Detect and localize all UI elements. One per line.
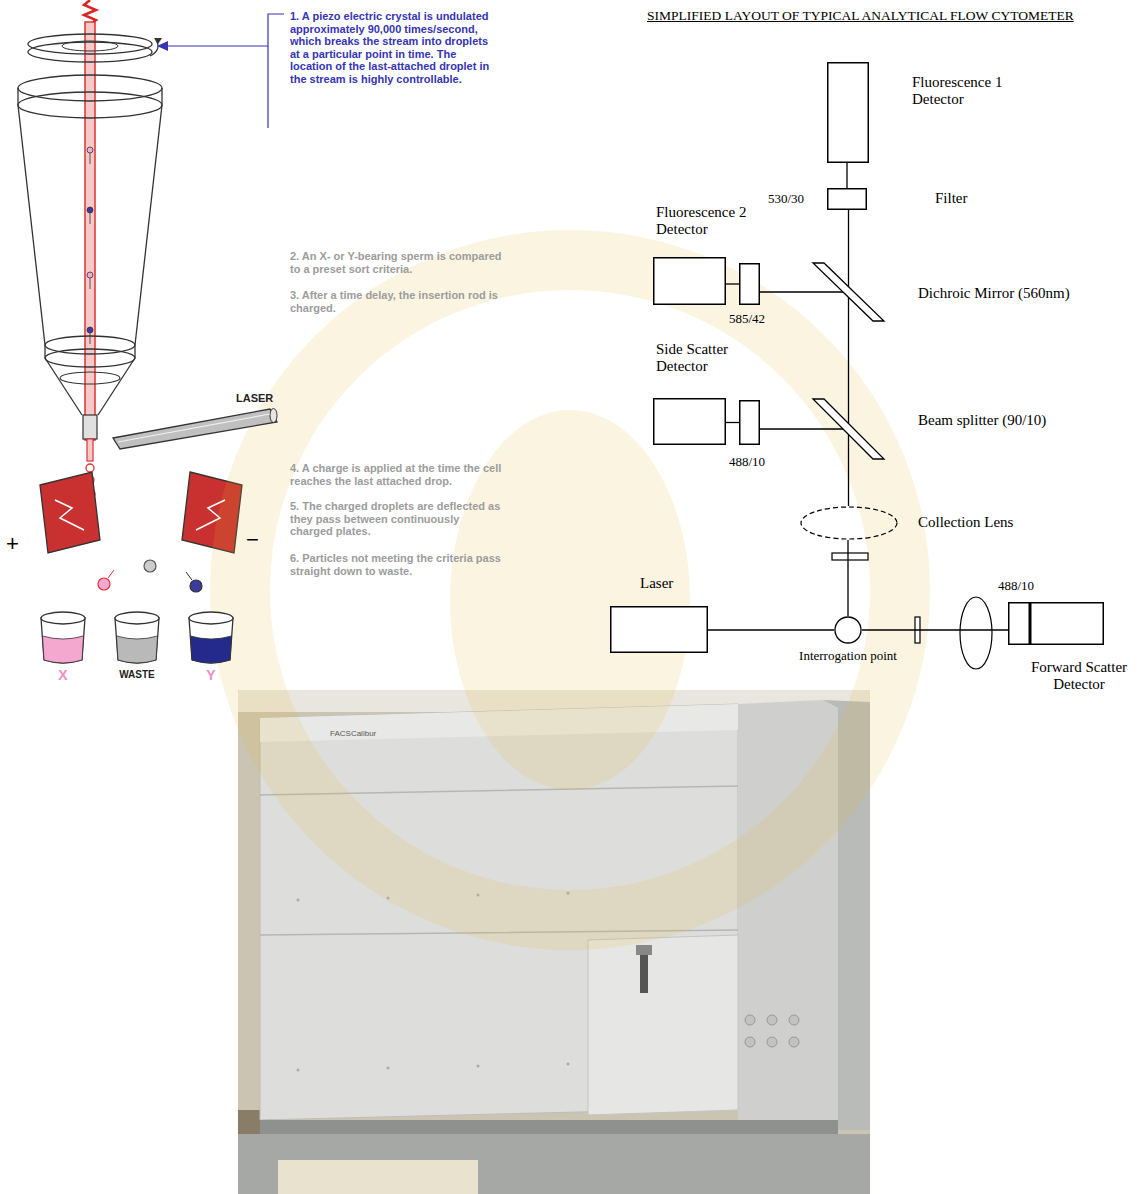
filter-box: 585/42 [739, 263, 760, 305]
node-outline [1030, 602, 1104, 645]
light-path [862, 630, 1008, 631]
node-outline [186, 608, 236, 664]
filter-box: 530/30Filter [827, 188, 867, 210]
node-outline [739, 263, 760, 305]
light-path [708, 630, 834, 631]
collection-lens: Collection Lens [800, 506, 898, 540]
light-path-line [848, 292, 849, 429]
node-label: 530/30 [768, 191, 804, 206]
node-label: 488/10 [729, 454, 765, 469]
light-path [848, 540, 849, 616]
node-outline [38, 608, 88, 664]
node-label: 585/42 [729, 311, 765, 326]
node-outline [653, 398, 726, 445]
light-path-line [760, 291, 849, 292]
light-path [760, 292, 849, 293]
light-path-line [760, 428, 849, 429]
light-path-line [708, 629, 834, 630]
instrument-badge: FACSCalibur [330, 729, 376, 738]
node-label: 488/10 [998, 578, 1034, 593]
node-label: Dichroic Mirror (560nm) [918, 285, 1070, 302]
node-label: Collection Lens [918, 514, 1013, 531]
step-note: 1. A piezo electric crystal is undulated… [290, 10, 495, 85]
node-outline [610, 606, 708, 653]
node-label: Interrogation point [778, 648, 918, 663]
light-path [847, 163, 848, 188]
node-label: Laser [640, 575, 673, 592]
step-note: 2. An X- or Y-bearing sperm is compared … [290, 250, 505, 275]
detector-box: Fluorescence 1 Detector [827, 62, 869, 163]
node-outline [800, 506, 898, 540]
detector-box: Forward Scatter Detector [1030, 602, 1104, 645]
dichroic-mirror: Dichroic Mirror (560nm) [812, 262, 885, 322]
light-path-line [848, 210, 849, 292]
node-label: Y [200, 667, 222, 683]
node-label: Fluorescence 1 Detector [912, 74, 1024, 108]
polarity-sign: − [246, 528, 259, 552]
light-path [848, 210, 849, 292]
light-path-line [847, 540, 848, 616]
node-outline [1008, 602, 1030, 645]
diagram-title: SIMPLIFIED LAYOUT OF TYPICAL ANALYTICAL … [647, 8, 1074, 24]
step-note: 6. Particles not meeting the criteria pa… [290, 552, 515, 577]
light-path [726, 422, 739, 423]
detector-box: Side Scatter Detector [653, 398, 726, 445]
light-path-line [848, 429, 849, 506]
node-label: Beam splitter (90/10) [918, 412, 1046, 429]
light-path-line [846, 163, 847, 188]
node-label: Filter [935, 190, 968, 207]
filter-box: 488/10 [739, 400, 760, 445]
light-path-line [726, 283, 739, 284]
collection-tube: X [38, 608, 88, 664]
polarity-sign: + [6, 532, 19, 556]
step-note: 4. A charge is applied at the time the c… [290, 462, 505, 487]
detector-box: Fluorescence 2 Detector [653, 257, 726, 305]
beam-splitter: Beam splitter (90/10) [812, 398, 885, 460]
node-label: WASTE [107, 667, 167, 683]
light-path-line [726, 422, 739, 423]
light-path-line [862, 629, 1008, 630]
light-path [726, 284, 739, 285]
node-label: Side Scatter Detector [656, 341, 756, 375]
node-outline [110, 408, 280, 450]
collection-tube: WASTE [112, 608, 162, 664]
node-label: Fluorescence 2 Detector [656, 204, 768, 238]
filter-box: 488/10 [1008, 602, 1030, 645]
node-outline [812, 398, 885, 460]
laser-box: Laser [610, 606, 708, 653]
node-outline [827, 62, 869, 163]
node-outline [112, 608, 162, 664]
node-label: LASER [236, 392, 273, 405]
collection-tube: Y [186, 608, 236, 664]
node-outline [834, 616, 862, 644]
step-note: 5. The charged droplets are deflected as… [290, 500, 505, 538]
light-path [848, 292, 849, 429]
node-outline [812, 262, 885, 322]
node-outline [827, 188, 867, 210]
light-path [848, 429, 849, 506]
laser-cylinder: LASER [110, 408, 280, 450]
node-label: Forward Scatter Detector [1026, 659, 1132, 693]
node-outline [653, 257, 726, 305]
node-outline [739, 400, 760, 445]
interrogation-point: Interrogation point [834, 616, 862, 644]
step-note: 3. After a time delay, the insertion rod… [290, 289, 505, 314]
node-label: X [52, 667, 74, 683]
light-path [760, 429, 849, 430]
